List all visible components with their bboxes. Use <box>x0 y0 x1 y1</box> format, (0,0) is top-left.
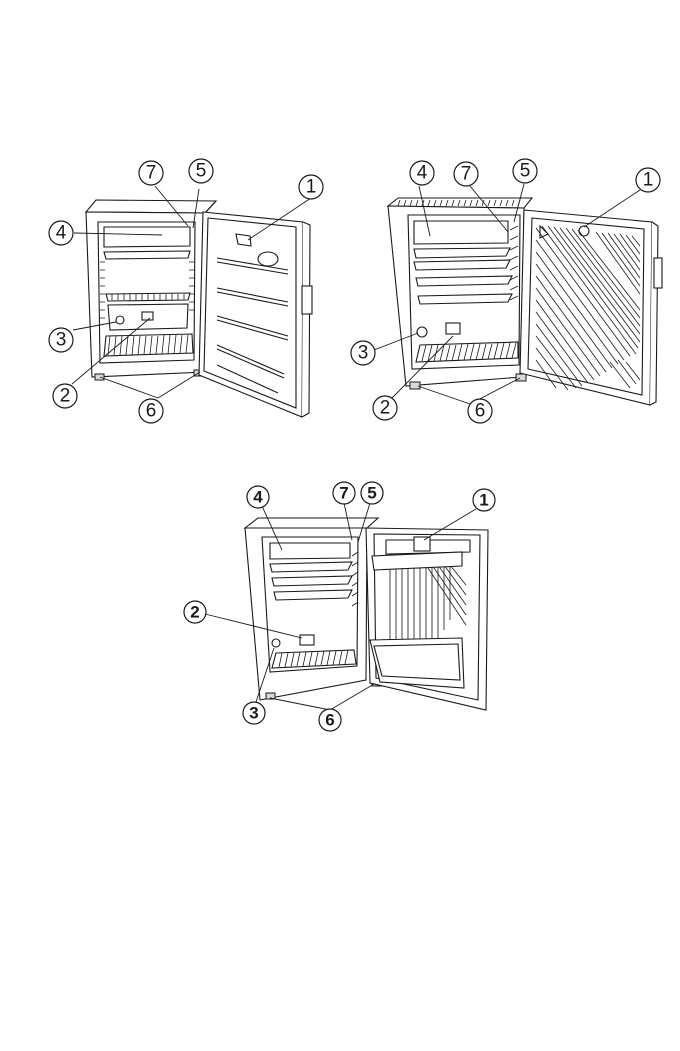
svg-text:1: 1 <box>643 170 654 191</box>
fridge-illustration-b <box>388 198 662 405</box>
svg-text:2: 2 <box>190 603 199 622</box>
callout-4: 4 <box>410 161 434 185</box>
svg-text:7: 7 <box>146 163 157 184</box>
svg-text:6: 6 <box>475 401 486 422</box>
svg-text:1: 1 <box>479 491 488 510</box>
svg-text:4: 4 <box>253 488 263 507</box>
svg-text:6: 6 <box>325 711 334 730</box>
callout-4: 4 <box>247 486 269 508</box>
fridge-illustration-c <box>245 518 488 710</box>
svg-text:5: 5 <box>520 161 531 182</box>
callout-7: 7 <box>333 482 355 504</box>
svg-text:1: 1 <box>306 177 317 198</box>
svg-text:3: 3 <box>358 343 369 364</box>
svg-text:7: 7 <box>461 164 472 185</box>
callout-5: 5 <box>513 159 537 183</box>
callout-6: 6 <box>139 399 163 423</box>
svg-text:2: 2 <box>380 398 391 419</box>
callout-2: 2 <box>373 396 397 420</box>
callout-3: 3 <box>351 341 375 365</box>
svg-text:7: 7 <box>339 484 348 503</box>
callout-5: 5 <box>189 159 213 183</box>
svg-text:3: 3 <box>56 330 67 351</box>
callout-6: 6 <box>468 399 492 423</box>
callout-2: 2 <box>53 384 77 408</box>
callout-2: 2 <box>184 601 206 623</box>
callout-7: 7 <box>454 162 478 186</box>
callout-7: 7 <box>139 161 163 185</box>
callout-3: 3 <box>243 702 265 724</box>
svg-text:4: 4 <box>56 223 67 244</box>
callout-1: 1 <box>636 168 660 192</box>
callout-1: 1 <box>299 175 323 199</box>
svg-text:4: 4 <box>417 163 428 184</box>
callout-5: 5 <box>361 482 383 504</box>
callout-6: 6 <box>319 709 341 731</box>
svg-text:6: 6 <box>146 401 157 422</box>
callout-3: 3 <box>49 328 73 352</box>
svg-text:2: 2 <box>60 386 71 407</box>
svg-text:5: 5 <box>367 484 376 503</box>
svg-text:5: 5 <box>196 161 207 182</box>
callout-1: 1 <box>473 489 495 511</box>
svg-text:3: 3 <box>249 704 258 723</box>
callout-4: 4 <box>49 221 73 245</box>
